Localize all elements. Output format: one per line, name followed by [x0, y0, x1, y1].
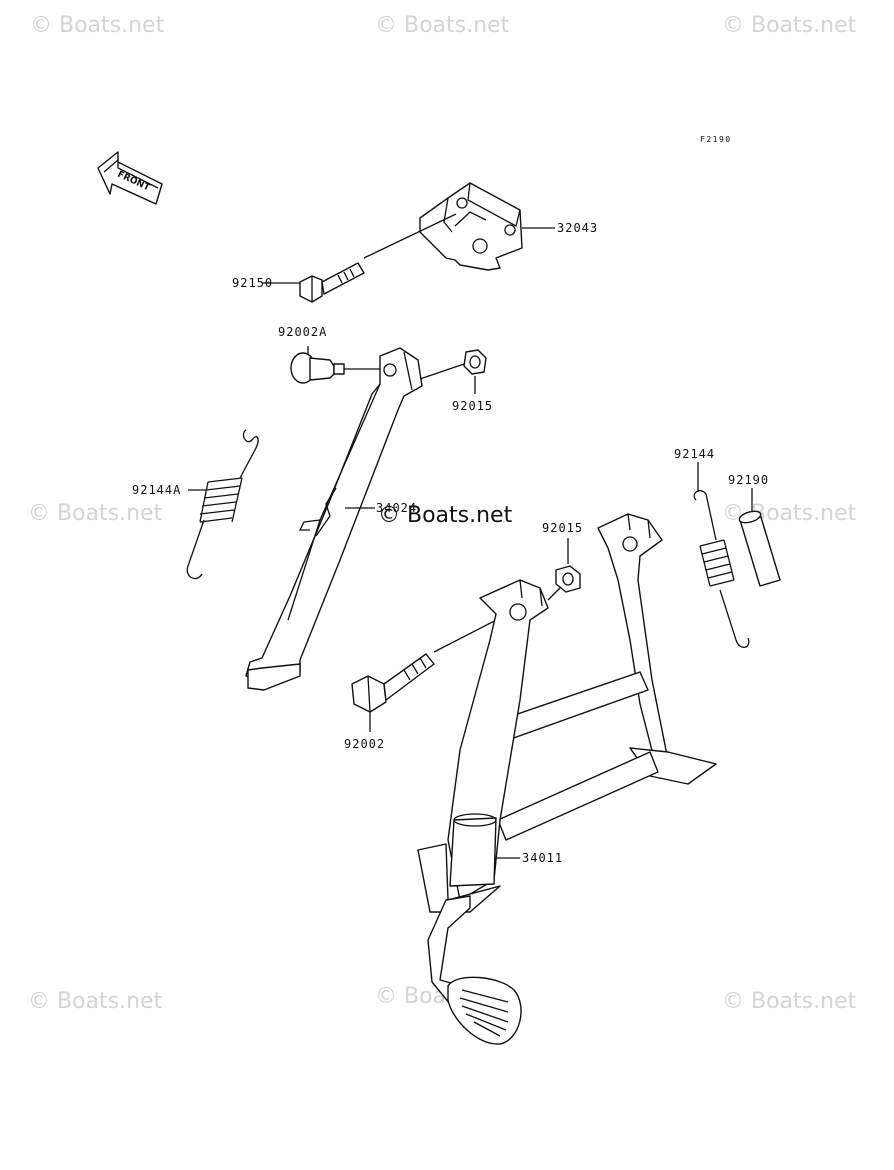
- watermark-top-right: © Boats.net: [722, 13, 857, 38]
- label-92002A: 92002A: [278, 325, 327, 339]
- side-stand-34024: [245, 347, 423, 691]
- label-32043: 32043: [557, 221, 598, 235]
- label-92015-center: 92015: [542, 521, 583, 535]
- label-92150: 92150: [232, 276, 273, 290]
- pivot-bolt-92002A: [290, 346, 380, 384]
- nut-92015-center: [547, 538, 581, 601]
- pivot-bolt-92002: [351, 611, 513, 732]
- watermark-top-left: © Boats.net: [30, 13, 165, 38]
- label-34024: 34024: [376, 501, 417, 515]
- watermark-mid-left: © Boats.net: [28, 501, 163, 526]
- figure-code: F2190: [700, 135, 732, 144]
- label-92190: 92190: [728, 473, 769, 487]
- label-92144A: 92144A: [132, 483, 181, 497]
- nut-92015-side: [419, 349, 487, 394]
- label-34011: 34011: [522, 851, 563, 865]
- collar-92190: [738, 488, 781, 587]
- watermark-center-overlay: © Boats.net: [378, 503, 513, 528]
- spring-92144A: [186, 429, 259, 580]
- bolt-92150: [262, 213, 457, 303]
- watermark-bottom-right: © Boats.net: [722, 989, 857, 1014]
- front-arrow-icon: FRONT: [97, 151, 163, 205]
- center-stand-34011: [417, 513, 717, 1045]
- label-92002: 92002: [344, 737, 385, 751]
- spring-92144: [693, 462, 750, 648]
- label-92144: 92144: [674, 447, 715, 461]
- bracket-32043: [419, 182, 555, 271]
- label-92015-side: 92015: [452, 399, 493, 413]
- watermark-top-center: © Boats.net: [375, 13, 510, 38]
- watermark-bottom-left: © Boats.net: [28, 989, 163, 1014]
